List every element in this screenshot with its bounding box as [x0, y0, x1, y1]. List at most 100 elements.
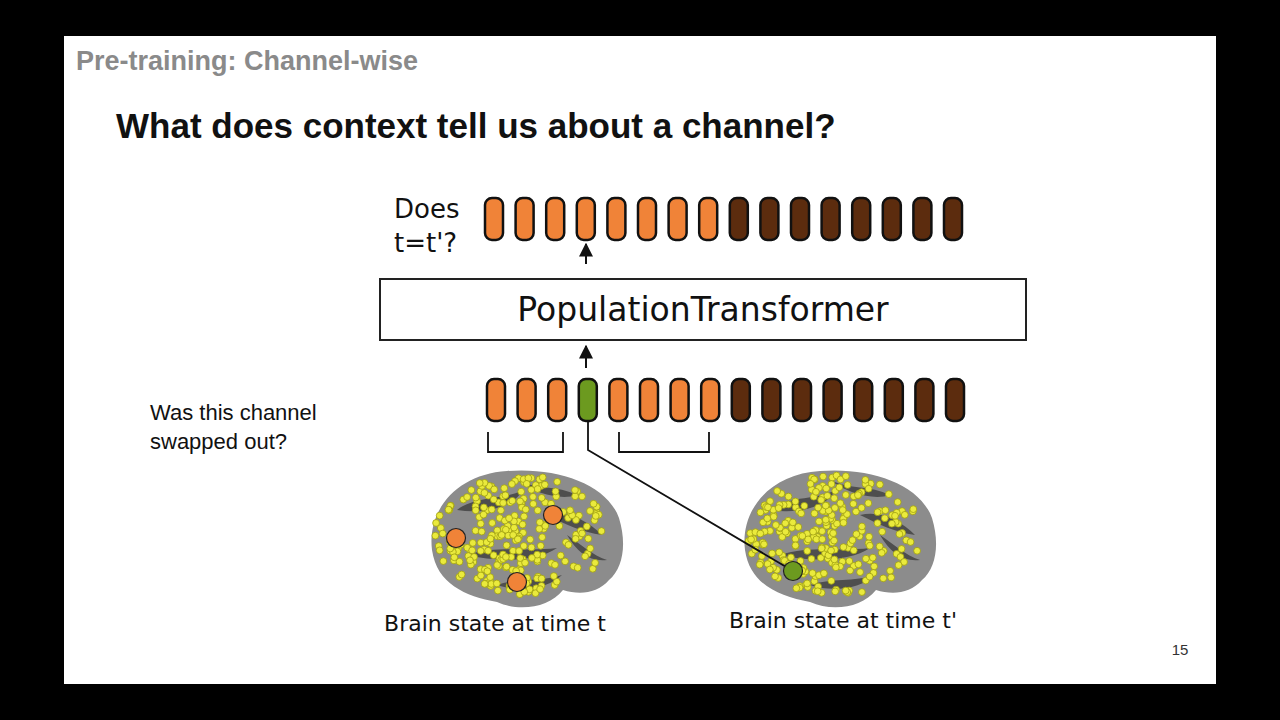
electrode-dot [590, 500, 597, 507]
electrode-dot [536, 519, 543, 526]
electrode-dot [518, 488, 525, 495]
electrode-dot [572, 535, 579, 542]
electrode-dot [874, 509, 881, 516]
electrode-dot [834, 520, 841, 527]
electrode-dot [458, 571, 465, 578]
electrode-dot [818, 545, 825, 552]
electrode-dot [527, 536, 534, 543]
electrode-dot [858, 504, 865, 511]
electrode-dot [436, 512, 443, 519]
model-name: PopulationTransformer [517, 290, 888, 329]
electrode-dot [785, 493, 792, 500]
token [699, 198, 717, 240]
electrode-dot [836, 484, 843, 491]
electrode-dot [503, 564, 510, 571]
brain-illustration [431, 470, 623, 607]
electrode-dot [804, 580, 811, 587]
electrode-dot [808, 556, 815, 563]
electrode-dot [538, 575, 545, 582]
leader-line [588, 422, 793, 571]
electrode-dot [816, 518, 823, 525]
electrode-dot [503, 542, 510, 549]
electrode-dot [819, 528, 826, 535]
context-bracket [488, 432, 563, 452]
electrode-dot [509, 497, 516, 504]
token [518, 379, 536, 421]
electrode-dot [820, 473, 827, 480]
electrode-dot [502, 526, 509, 533]
electrode-dot [855, 492, 862, 499]
electrode-dot [832, 564, 839, 571]
electrode-dot [552, 561, 559, 568]
electrode-dot [869, 554, 876, 561]
electrode-dot [840, 519, 847, 526]
highlighted-electrode [784, 562, 803, 581]
electrode-dot [530, 500, 537, 507]
electrode-dot [850, 500, 857, 507]
electrode-dot [885, 491, 892, 498]
electrode-dot [480, 504, 487, 511]
electrode-dot [493, 580, 500, 587]
electrode-dot [528, 555, 535, 562]
electrode-dot [792, 543, 799, 550]
electrode-dot [795, 524, 802, 531]
electrode-dot [822, 502, 829, 509]
brain-illustration [744, 470, 936, 607]
electrode-dot [494, 587, 501, 594]
electrode-dot [831, 556, 838, 563]
electrode-dot [862, 476, 869, 483]
electrode-dot [807, 480, 814, 487]
token [546, 198, 564, 240]
electrode-dot [859, 589, 866, 596]
token [730, 198, 748, 240]
context-bracket [619, 432, 709, 452]
brain-sulcus [517, 480, 577, 497]
token [760, 198, 778, 240]
electrode-dot [876, 481, 883, 488]
electrode-dot [523, 480, 530, 487]
electrode-dot [769, 550, 776, 557]
electrode-dot [530, 493, 537, 500]
token [638, 198, 656, 240]
token [548, 379, 566, 421]
electrode-dot [772, 522, 779, 529]
electrode-dot [865, 485, 872, 492]
token [854, 379, 872, 421]
electrode-dot [550, 573, 557, 580]
electrode-dot [476, 480, 483, 487]
electrode-dot [477, 520, 484, 527]
token [607, 198, 625, 240]
electrode-dot [859, 523, 866, 530]
electrode-dot [866, 533, 873, 540]
electrode-dot [895, 562, 902, 569]
electrode-dot [832, 588, 839, 595]
electrode-dot [888, 520, 895, 527]
electrode-dot [552, 488, 559, 495]
electrode-dot [871, 563, 878, 570]
electrode-dot [840, 544, 847, 551]
token [944, 198, 962, 240]
electrode-dot [775, 505, 782, 512]
electrode-dot [469, 540, 476, 547]
highlighted-electrode [544, 506, 563, 525]
flow-arrow [585, 244, 587, 264]
electrode-dot [528, 486, 535, 493]
electrode-dot [517, 498, 524, 505]
electrode-dot [788, 554, 795, 561]
slide-background [64, 36, 1216, 684]
electrode-dot [792, 542, 799, 549]
electrode-dot [490, 496, 497, 503]
electrode-dot [587, 508, 594, 515]
electrode-dot [522, 506, 529, 513]
token [609, 379, 627, 421]
electrode-dot [853, 531, 860, 538]
electrode-dot [440, 558, 447, 565]
electrode-dot [862, 555, 869, 562]
electrode-dot [876, 543, 883, 550]
electrode-dot [874, 520, 881, 527]
electrode-dot [914, 547, 921, 554]
token [640, 379, 658, 421]
electrode-dot [809, 570, 816, 577]
highlighted-electrode [447, 529, 466, 548]
electrode-dot [478, 528, 485, 535]
